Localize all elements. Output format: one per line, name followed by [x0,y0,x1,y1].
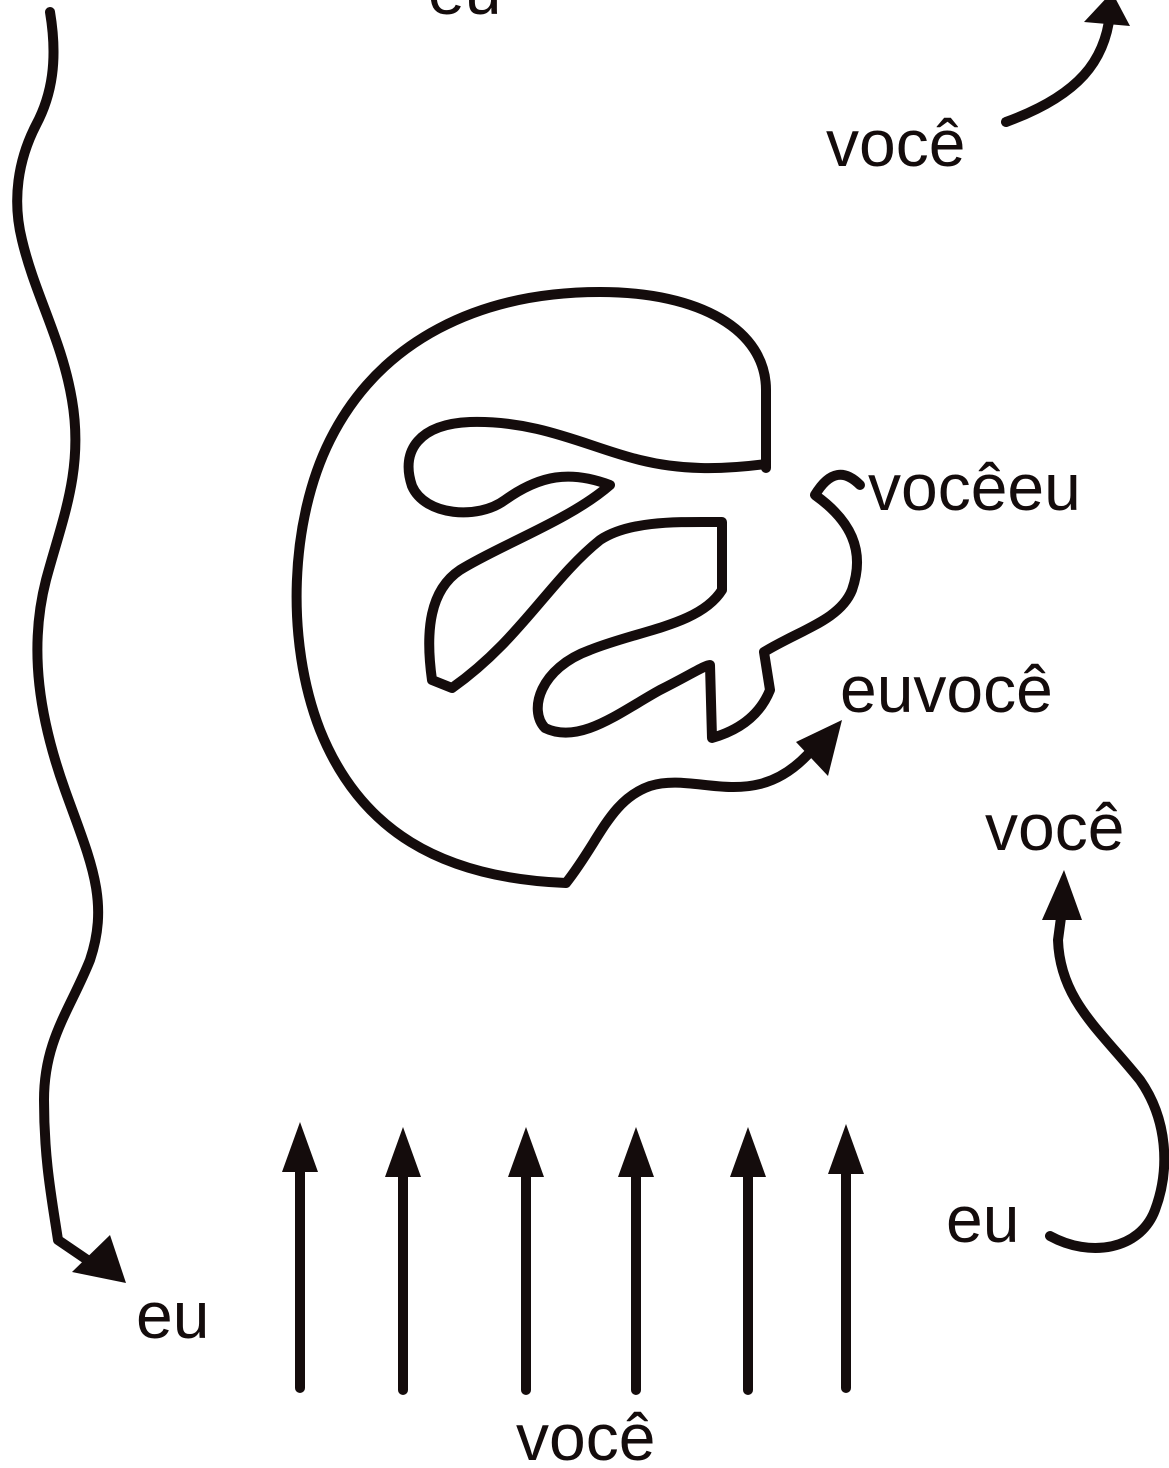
right-arrowhead [1042,870,1082,920]
up-arrowhead-3 [508,1127,544,1177]
label-right-mid: você [985,790,1124,864]
label-blob-bottom: euvocê [840,652,1053,726]
label-blob-top: vocêeu [868,450,1081,524]
blob-inner-loop-top [409,422,860,738]
left-wavy-arrow [17,12,105,1272]
right-s-curve-arrow [1050,910,1164,1248]
label-top-partial: eu [428,0,501,28]
top-right-curve-arrow [1006,14,1110,122]
label-bottom-center: você [516,1400,655,1468]
up-arrowhead-5 [730,1127,766,1177]
up-arrowhead-6 [828,1124,864,1174]
label-bottom-left: eu [136,1278,209,1352]
up-arrowhead-4 [618,1127,654,1177]
up-arrowhead-2 [385,1127,421,1177]
label-top-right: você [826,106,965,180]
label-right-bottom: eu [946,1182,1019,1256]
up-arrowhead-1 [282,1122,318,1172]
top-right-arrowhead [1084,0,1130,26]
blob-arrowhead [796,720,842,776]
